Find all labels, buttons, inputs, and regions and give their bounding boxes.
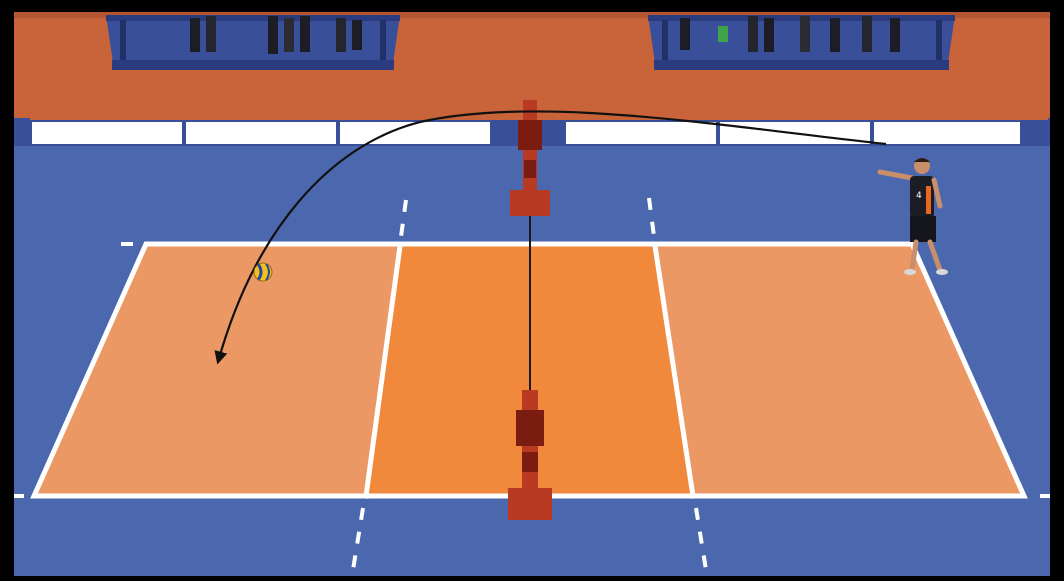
spectators-left [190,16,362,54]
volleyball [254,263,272,281]
player-number: 4 [916,191,922,201]
